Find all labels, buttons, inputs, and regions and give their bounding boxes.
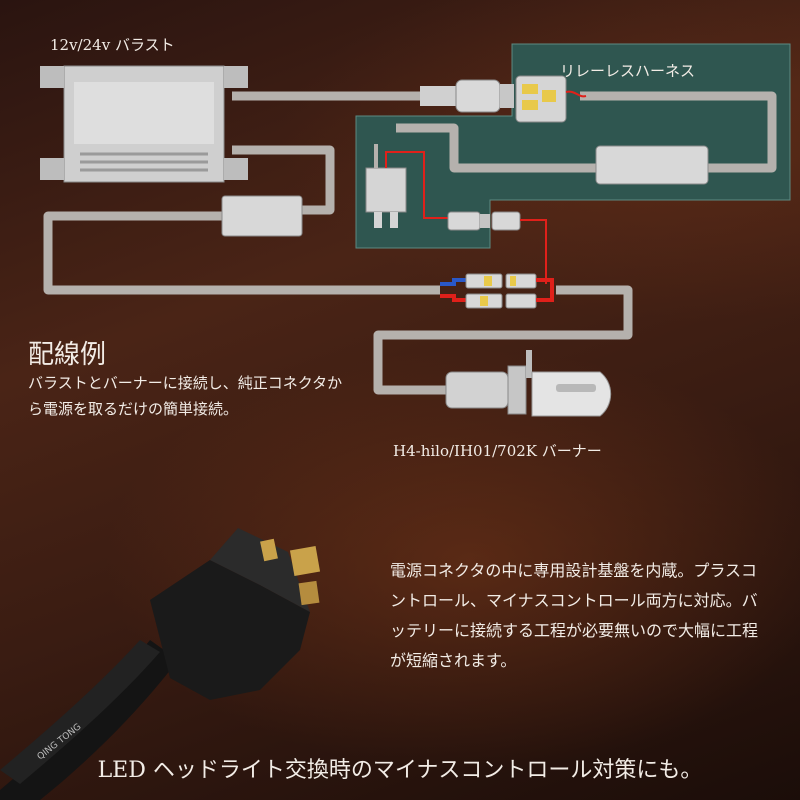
ballast-label: 12v/24v バラスト bbox=[50, 36, 175, 54]
harness-relay-connector bbox=[365, 144, 448, 228]
polarity-connectors bbox=[440, 273, 554, 309]
wiring-example-title: 配線例 bbox=[28, 340, 107, 370]
grey-wires bbox=[43, 91, 777, 395]
main-connector bbox=[420, 79, 514, 113]
wiring-example-description: バラストとバーナーに接続し、純正コネクタから電源を取るだけの簡単接続。 bbox=[28, 374, 343, 418]
ballast-inline-box bbox=[221, 195, 303, 237]
harness-h4-connector bbox=[515, 75, 587, 123]
ballast-unit bbox=[40, 65, 248, 183]
harness-inline-connector bbox=[447, 211, 547, 284]
burner-bulb bbox=[445, 350, 612, 417]
bottom-caption: LED ヘッドライト交換時のマイナスコントロール対策にも。 bbox=[97, 758, 703, 783]
harness-label: リレーレスハーネス bbox=[560, 62, 696, 80]
feature-description: 電源コネクタの中に専用設計基盤を内蔵。プラスコントロール、マイナスコントロール両… bbox=[390, 561, 759, 670]
burner-label: H4-hilo/IH01/702K バーナー bbox=[393, 442, 602, 460]
harness-control-box bbox=[595, 145, 709, 185]
